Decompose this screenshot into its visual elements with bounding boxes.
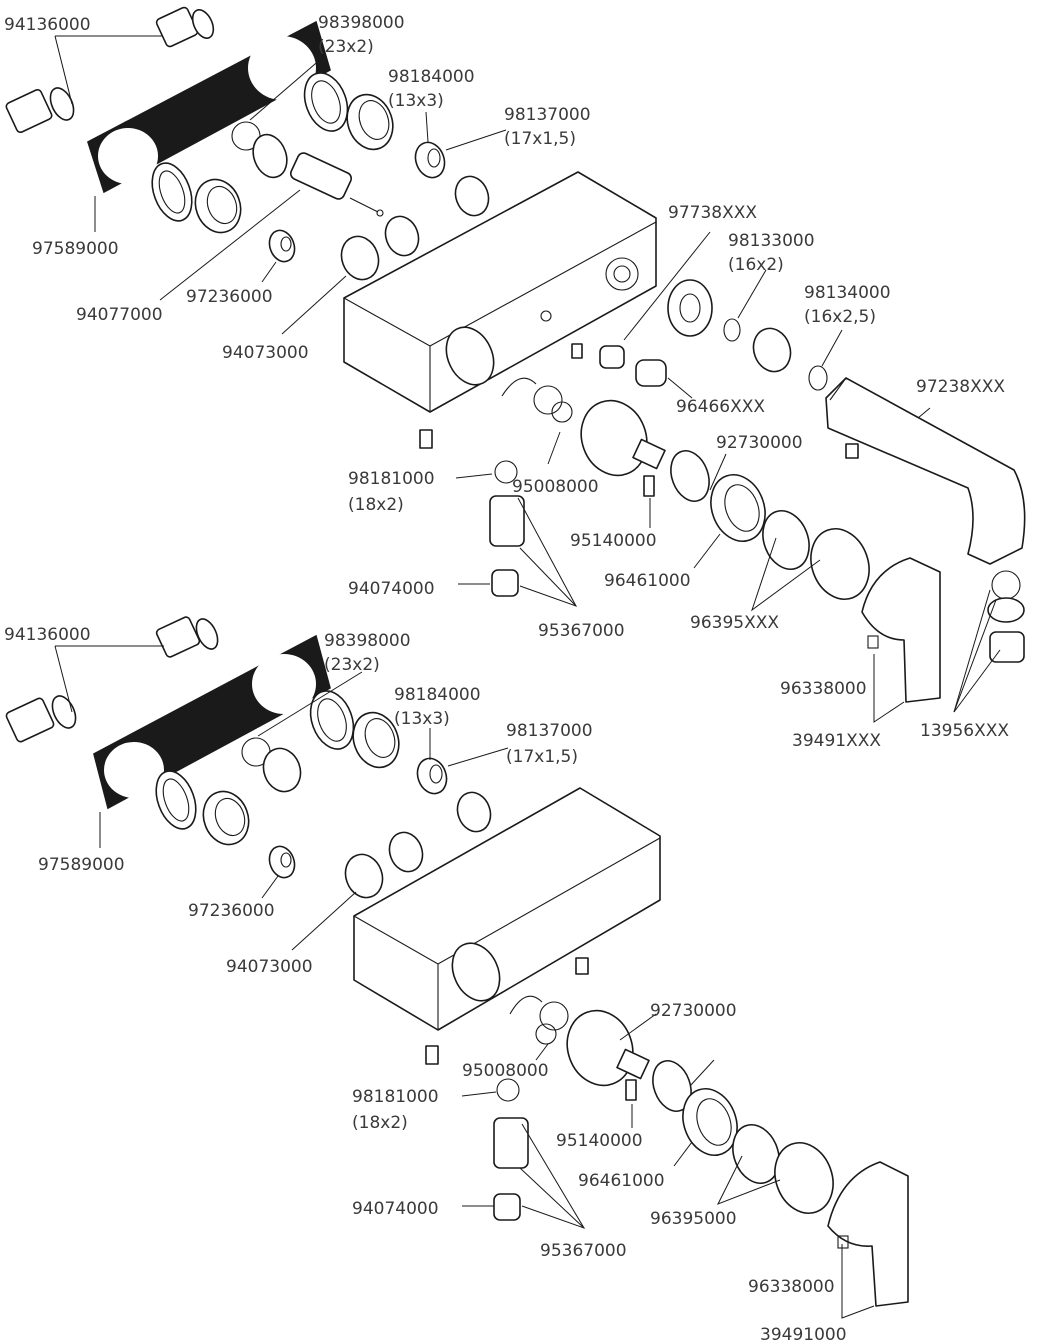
label-95008000: 95008000 [462,1061,549,1081]
label-98137000-dim: (17x1,5) [504,129,576,149]
part-small-fittings [268,141,490,281]
label-92730000: 92730000 [716,433,803,453]
label-13956XXX: 13956XXX [920,721,1009,741]
label-98137000: 98137000 [506,721,593,741]
label-98181000: 98181000 [348,469,435,489]
label-39491000: 39491000 [760,1325,847,1344]
label-97738XXX: 97738XXX [668,203,757,223]
label-98184000: 98184000 [394,685,481,705]
label-98184000-dim: (13x3) [394,709,450,729]
part-cartridge-group [419,377,1025,703]
label-98133000-dim: (16x2) [728,255,784,275]
part-cartridge-group [425,957,909,1307]
labels-bottom: 94136000 98398000 (23x2) 98184000 (13x3)… [4,625,847,1344]
label-94074000: 94074000 [352,1199,439,1219]
label-94136000: 94136000 [4,15,91,35]
part-cover-plate [93,634,331,810]
label-97589000: 97589000 [32,239,119,259]
bottom-assembly: 94136000 98398000 (23x2) 98184000 (13x3)… [4,616,909,1344]
label-98181000-dim: (18x2) [352,1113,408,1133]
label-98181000-dim: (18x2) [348,495,404,515]
part-rings-nuts [151,72,394,234]
part-spout [825,377,1026,565]
label-98134000: 98134000 [804,283,891,303]
label-96466XXX: 96466XXX [676,397,765,417]
part-thermostat-body [343,171,657,413]
part-cover-plate [87,20,331,194]
top-assembly: 94136000 98398000 (23x2) 98184000 (13x3)… [4,6,1026,751]
label-95140000: 95140000 [556,1131,643,1151]
part-thermostat-body [353,787,661,1031]
label-98398000-dim: (23x2) [324,655,380,675]
labels-top: 94136000 98398000 (23x2) 98184000 (13x3)… [4,13,1009,751]
label-95140000: 95140000 [570,531,657,551]
label-95367000: 95367000 [538,621,625,641]
label-94073000: 94073000 [226,957,313,977]
label-92730000: 92730000 [650,1001,737,1021]
leader-lines-bottom [54,645,875,1319]
label-96395000: 96395000 [650,1209,737,1229]
label-96461000: 96461000 [578,1171,665,1191]
label-96338000: 96338000 [748,1277,835,1297]
part-spout-connection [571,279,828,391]
label-98184000-dim: (13x3) [388,91,444,111]
part-small-fittings [268,757,492,899]
label-95008000: 95008000 [512,477,599,497]
label-97236000: 97236000 [186,287,273,307]
label-95367000: 95367000 [540,1241,627,1261]
label-98181000: 98181000 [352,1087,439,1107]
label-98137000: 98137000 [504,105,591,125]
label-97236000: 97236000 [188,901,275,921]
label-98398000: 98398000 [324,631,411,651]
label-39491XXX: 39491XXX [792,731,881,751]
label-94077000: 94077000 [76,305,163,325]
label-98398000: 98398000 [318,13,405,33]
label-98398000-dim: (23x2) [318,37,374,57]
leader-lines-top [54,35,1001,723]
label-96461000: 96461000 [604,571,691,591]
part-inlet-fitting [5,616,219,743]
label-98137000-dim: (17x1,5) [506,747,578,767]
label-98133000: 98133000 [728,231,815,251]
label-96338000: 96338000 [780,679,867,699]
label-94074000: 94074000 [348,579,435,599]
part-rings-nuts [155,690,400,846]
label-98184000: 98184000 [388,67,475,87]
part-check-valve [252,133,384,217]
label-98134000-dim: (16x2,5) [804,307,876,327]
label-97238XXX: 97238XXX [916,377,1005,397]
label-94136000: 94136000 [4,625,91,645]
label-96395XXX: 96395XXX [690,613,779,633]
label-94073000: 94073000 [222,343,309,363]
label-97589000: 97589000 [38,855,125,875]
